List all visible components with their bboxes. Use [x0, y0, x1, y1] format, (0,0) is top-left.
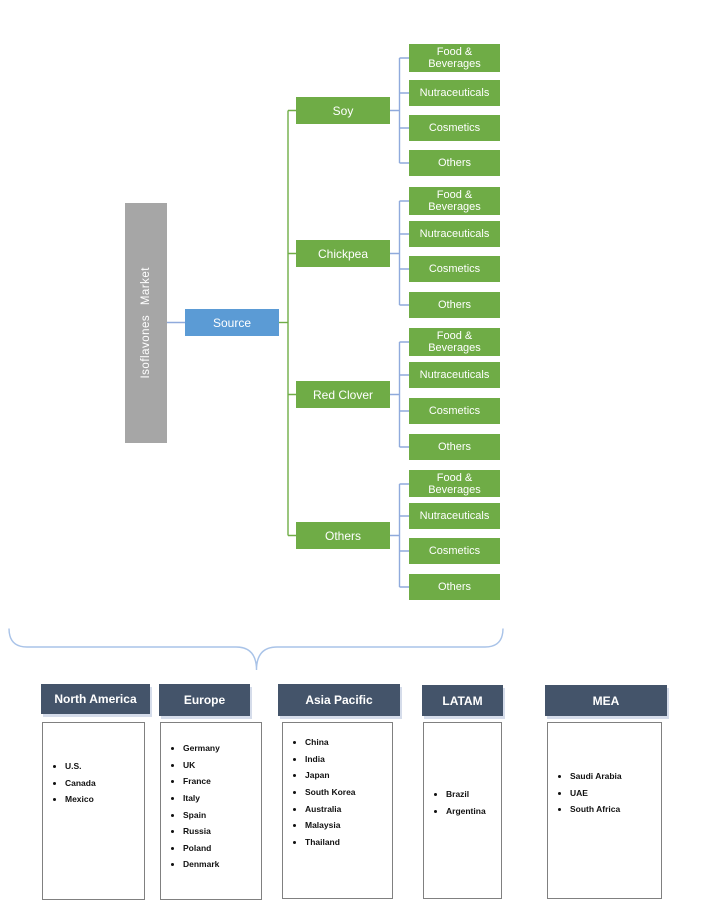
country-item: Mexico	[65, 794, 140, 805]
source-node-label: Source	[212, 315, 252, 330]
country-item: Brazil	[446, 789, 497, 800]
leaf-label: Others	[437, 441, 471, 453]
leaf-node-others-others: Others	[409, 574, 500, 600]
leaf-label: Food & Beverages	[428, 330, 481, 354]
region-list-mea: Saudi Arabia UAE South Africa	[547, 722, 662, 899]
country-item: South Africa	[570, 804, 657, 815]
country-item: Spain	[183, 810, 257, 821]
leaf-node-chickpea-others: Others	[409, 292, 500, 318]
country-list: U.S. Canada Mexico	[43, 723, 144, 805]
leaf-node-soy-cosmetics: Cosmetics	[409, 115, 500, 141]
category-label: Soy	[332, 103, 354, 118]
category-node-chickpea: Chickpea	[296, 240, 390, 267]
category-node-red-clover: Red Clover	[296, 381, 390, 408]
country-item: U.S.	[65, 761, 140, 772]
leaf-node-red-clover-food-beverages: Food & Beverages	[409, 328, 500, 356]
leaf-label: Cosmetics	[428, 405, 481, 417]
leaf-label: Food & Beverages	[428, 471, 481, 496]
country-item: Canada	[65, 778, 140, 789]
country-item: Thailand	[305, 837, 388, 848]
country-item: Germany	[183, 743, 257, 754]
category-label: Chickpea	[317, 246, 369, 261]
leaf-label: Nutraceuticals	[419, 510, 490, 522]
leaf-label: Cosmetics	[428, 545, 481, 557]
region-list-asia-pacific: China India Japan South Korea Australia …	[282, 722, 393, 899]
category-label: Red Clover	[312, 387, 374, 402]
region-header-asia-pacific: Asia Pacific	[278, 684, 400, 716]
leaf-node-chickpea-nutraceuticals: Nutraceuticals	[409, 221, 500, 247]
leaf-node-chickpea-food-beverages: Food & Beverages	[409, 187, 500, 215]
leaf-label: Cosmetics	[428, 263, 481, 275]
country-list: China India Japan South Korea Australia …	[283, 723, 392, 847]
leaf-node-others-food-beverages: Food & Beverages	[409, 470, 500, 497]
leaf-node-red-clover-nutraceuticals: Nutraceuticals	[409, 362, 500, 388]
region-header-label: LATAM	[442, 693, 483, 708]
root-node-isoflavones-market: Isoflavones Market	[125, 203, 167, 443]
country-item: Denmark	[183, 859, 257, 870]
country-list: Brazil Argentina	[424, 723, 501, 816]
category-label: Others	[324, 528, 361, 543]
region-header-label: North America	[54, 692, 137, 706]
leaf-label: Others	[437, 299, 471, 311]
region-header-europe: Europe	[159, 684, 250, 716]
region-list-europe: Germany UK France Italy Spain Russia Pol…	[160, 722, 262, 900]
country-item: Malaysia	[305, 820, 388, 831]
leaf-node-soy-others: Others	[409, 150, 500, 176]
brace-icon	[8, 628, 504, 671]
root-node-label: Isoflavones Market	[140, 267, 152, 379]
leaf-label: Nutraceuticals	[419, 228, 490, 240]
leaf-node-soy-nutraceuticals: Nutraceuticals	[409, 80, 500, 106]
country-item: UAE	[570, 788, 657, 799]
leaf-label: Nutraceuticals	[419, 87, 490, 99]
region-header-label: MEA	[592, 693, 620, 708]
country-item: Japan	[305, 770, 388, 781]
region-list-latam: Brazil Argentina	[423, 722, 502, 899]
region-header-label: Europe	[183, 693, 226, 707]
source-node: Source	[185, 309, 279, 336]
region-header-mea: MEA	[545, 685, 667, 716]
leaf-node-red-clover-cosmetics: Cosmetics	[409, 398, 500, 424]
leaf-label: Others	[437, 157, 471, 169]
country-item: India	[305, 754, 388, 765]
leaf-label: Food & Beverages	[428, 46, 481, 70]
country-list: Saudi Arabia UAE South Africa	[548, 723, 661, 815]
leaf-node-others-cosmetics: Cosmetics	[409, 538, 500, 564]
leaf-label: Cosmetics	[428, 122, 481, 134]
country-list: Germany UK France Italy Spain Russia Pol…	[161, 723, 261, 870]
region-header-north-america: North America	[41, 684, 150, 714]
leaf-label: Food & Beverages	[428, 189, 481, 213]
country-item: Russia	[183, 826, 257, 837]
leaf-node-chickpea-cosmetics: Cosmetics	[409, 256, 500, 282]
category-node-soy: Soy	[296, 97, 390, 124]
leaf-node-others-nutraceuticals: Nutraceuticals	[409, 503, 500, 529]
country-item: France	[183, 776, 257, 787]
leaf-label: Others	[437, 581, 471, 593]
region-list-north-america: U.S. Canada Mexico	[42, 722, 145, 900]
country-item: Poland	[183, 843, 257, 854]
country-item: South Korea	[305, 787, 388, 798]
leaf-label: Nutraceuticals	[419, 369, 490, 381]
country-item: UK	[183, 760, 257, 771]
country-item: Australia	[305, 804, 388, 815]
region-header-latam: LATAM	[422, 685, 503, 716]
country-item: Saudi Arabia	[570, 771, 657, 782]
region-header-label: Asia Pacific	[305, 693, 373, 707]
category-node-others: Others	[296, 522, 390, 549]
leaf-node-red-clover-others: Others	[409, 434, 500, 460]
country-item: Italy	[183, 793, 257, 804]
leaf-node-soy-food-beverages: Food & Beverages	[409, 44, 500, 72]
country-item: Argentina	[446, 806, 497, 817]
country-item: China	[305, 737, 388, 748]
